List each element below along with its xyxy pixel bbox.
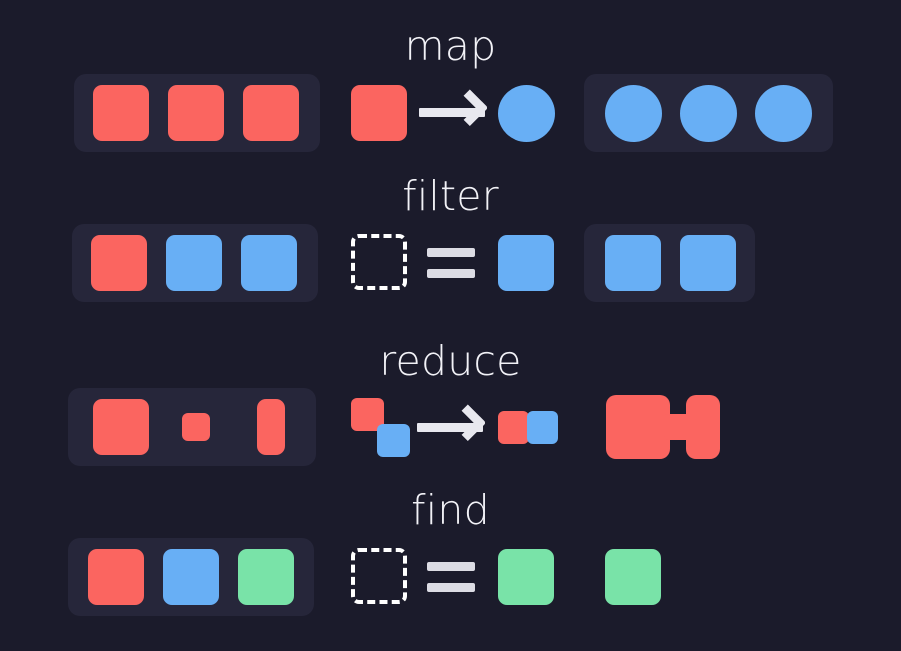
equals-icon (427, 562, 475, 592)
row-label-reduce: reduce (379, 337, 522, 385)
reduce-source-square-small (182, 413, 210, 441)
row-label-find: find (411, 486, 490, 534)
reduce-result-merged-shape (606, 395, 720, 459)
reduce-result-operand-red (498, 411, 529, 444)
find-predicate-placeholder-icon (351, 548, 407, 604)
equals-icon (427, 248, 475, 278)
map-result-circle-2 (680, 85, 737, 142)
map-source-square-1 (93, 85, 149, 141)
map-source-square-2 (168, 85, 224, 141)
map-source-square-3 (243, 85, 299, 141)
find-source-square-1 (88, 549, 144, 605)
filter-predicate-placeholder-icon (351, 234, 407, 290)
map-result-circle-operand (498, 85, 555, 142)
filter-result-square-2 (680, 235, 736, 291)
filter-predicate-match-square (498, 235, 554, 291)
reduce-source-rect-tall (257, 399, 285, 455)
row-label-map: map (404, 22, 497, 70)
arrow-right-icon (417, 404, 487, 443)
row-label-filter: filter (402, 172, 499, 220)
find-source-square-3 (238, 549, 294, 605)
filter-result-square-1 (605, 235, 661, 291)
map-result-circle-3 (755, 85, 812, 142)
find-result-square (605, 549, 661, 605)
find-source-square-2 (163, 549, 219, 605)
find-predicate-match-square (498, 549, 554, 605)
arrow-right-icon (419, 89, 489, 128)
filter-source-square-1 (91, 235, 147, 291)
map-operand-square (351, 85, 407, 141)
map-result-circle-1 (605, 85, 662, 142)
reduce-operand-square-blue (377, 424, 410, 457)
filter-source-square-2 (166, 235, 222, 291)
reduce-result-operand-blue (527, 411, 558, 444)
reduce-source-square-large (93, 399, 149, 455)
filter-source-square-3 (241, 235, 297, 291)
